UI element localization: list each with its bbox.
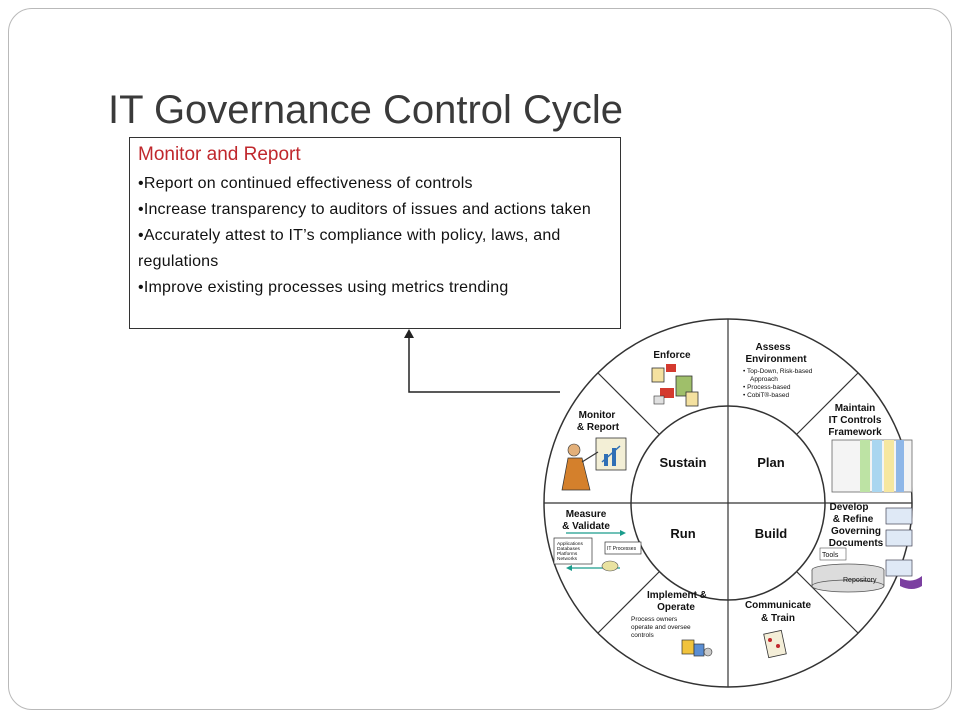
segment-develop-line4: Documents [829, 538, 884, 549]
ring-dividers [544, 319, 912, 687]
segment-maintain-line2: IT Controls [829, 415, 882, 426]
assess-bullet: • CobiT®-based [743, 391, 789, 399]
document-stack-icon [885, 507, 922, 589]
infobox-bullet-list: Report on continued effectiveness of con… [138, 171, 612, 301]
measure-box-text: Databases [557, 546, 581, 552]
presenter-clipart-icon [561, 437, 627, 491]
quadrant-run: Run [670, 526, 695, 541]
segment-implement-line2: Operate [657, 602, 695, 613]
implement-note: controls [631, 632, 655, 639]
quadrant-sustain: Sustain [660, 455, 707, 470]
segment-assess-line1: Assess [755, 342, 790, 353]
operate-clipart-icon [681, 639, 713, 657]
segment-develop-line2: & Refine [833, 514, 874, 525]
quadrant-build: Build [755, 526, 788, 541]
training-clipart-icon [763, 629, 787, 659]
quadrant-plan: Plan [757, 455, 785, 470]
measure-flow-diagram [553, 530, 642, 572]
measure-box-text: IT Processes [607, 546, 637, 552]
assess-bullet: • Top-Down, Risk-based [743, 368, 813, 375]
measure-box-text: Applications [557, 541, 583, 547]
infobox-bullet: Report on continued effectiveness of con… [138, 171, 612, 197]
segment-communicate-line1: Communicate [745, 600, 812, 611]
infobox-bullet: Improve existing processes using metrics… [138, 275, 612, 301]
segment-measure-line1: Measure [566, 509, 607, 520]
monitor-report-box: Monitor and Report Report on continued e… [129, 137, 621, 329]
segment-monitor-line1: Monitor [579, 410, 616, 421]
measure-box-text: Platforms [557, 551, 578, 557]
infobox-heading: Monitor and Report [138, 144, 301, 165]
tools-label: Tools [822, 552, 839, 559]
spreadsheet-icon [831, 439, 913, 493]
segment-develop-line3: Governing [831, 526, 881, 537]
measure-box-text: Networks [557, 556, 578, 562]
segment-implement-line1: Implement & [647, 590, 707, 601]
enforce-clipart-icon [651, 364, 699, 407]
assess-bullet: Approach [750, 376, 778, 383]
infobox-bullet: Accurately attest to IT’s compliance wit… [138, 223, 612, 275]
segment-enforce: Enforce [653, 350, 691, 361]
slide-title: IT Governance Control Cycle [108, 88, 624, 132]
infobox-bullet: Increase transparency to auditors of iss… [138, 197, 612, 223]
segment-measure-line2: & Validate [562, 521, 610, 532]
segment-maintain-line3: Framework [828, 427, 882, 438]
segment-assess-line2: Environment [745, 354, 807, 365]
segment-communicate-line2: & Train [761, 613, 795, 624]
connector-arrowhead [404, 329, 414, 338]
segment-monitor-line2: & Report [577, 422, 620, 433]
implement-note: operate and oversee [631, 624, 691, 631]
segment-maintain-line1: Maintain [835, 403, 876, 414]
connector-line [408, 336, 560, 393]
tools-box [819, 547, 847, 561]
assess-bullet: • Process-based [743, 384, 791, 391]
repository-label: Repository [843, 577, 877, 584]
implement-note: Process owners [631, 616, 678, 623]
repository-drum-icon [811, 563, 885, 593]
slide-frame [8, 8, 952, 710]
segment-develop-line1: Develop [830, 502, 869, 513]
